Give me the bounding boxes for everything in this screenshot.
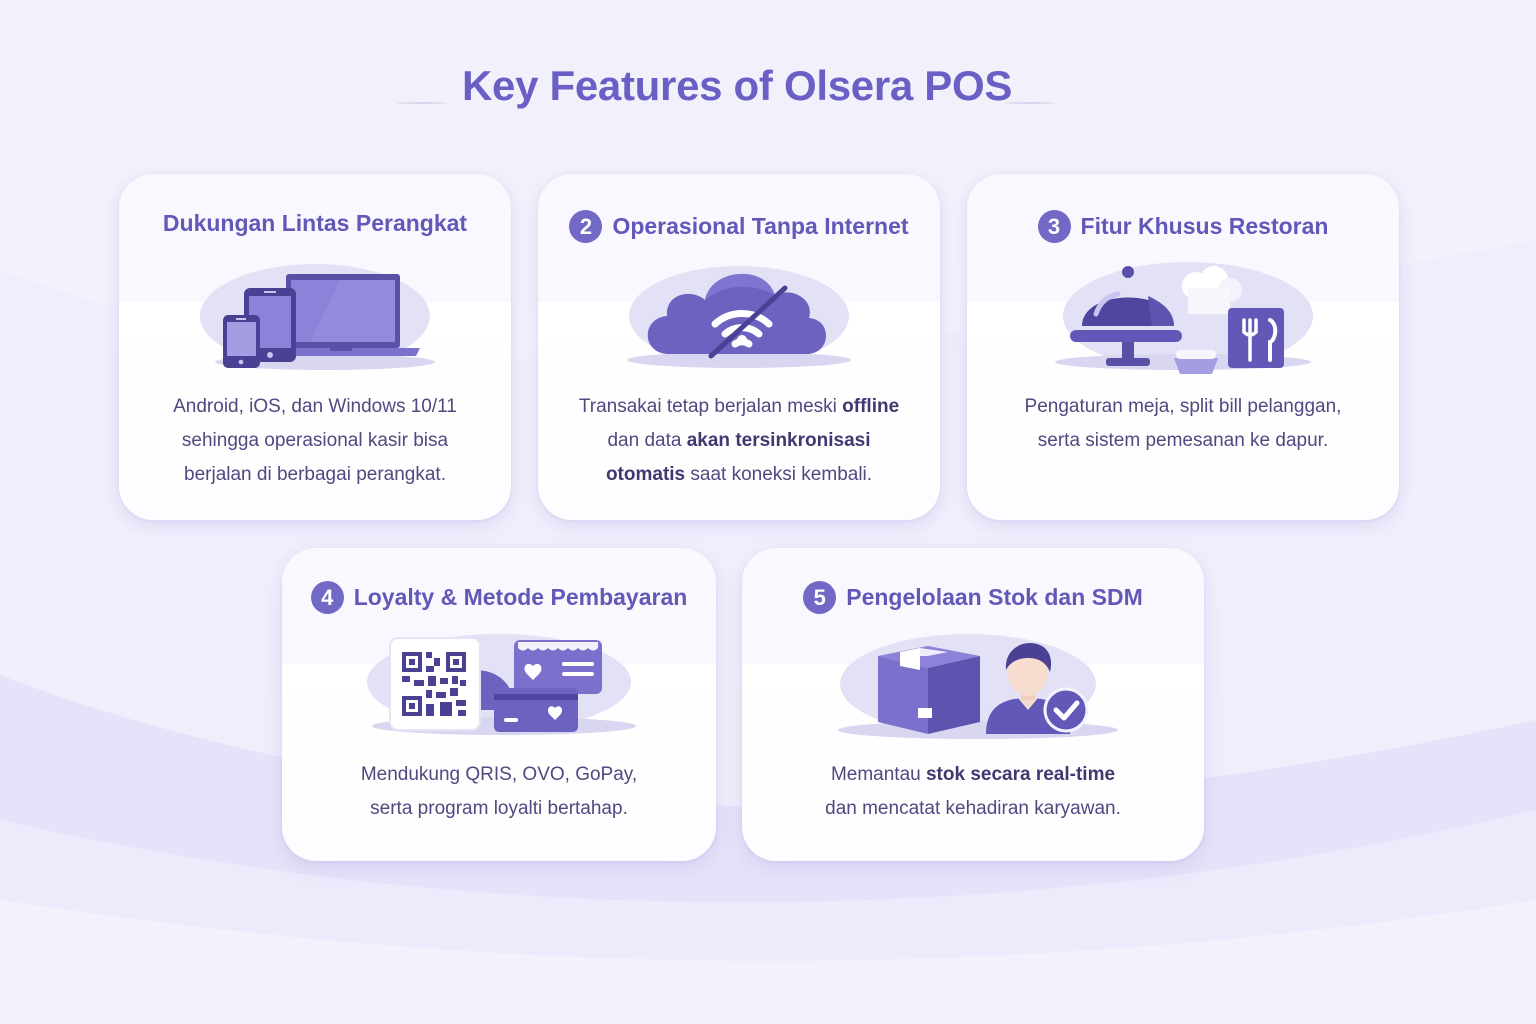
card-header: 2 Operasional Tanpa Internet — [538, 210, 940, 243]
qr-payment-cards-icon — [282, 630, 716, 745]
feature-card-cross-device: Dukungan Lintas Perangkat Android, iOS, … — [119, 174, 511, 520]
card-header: 5 Pengelolaan Stok dan SDM — [742, 581, 1204, 614]
card-title: Pengelolaan Stok dan SDM — [846, 584, 1143, 610]
desc-line: Mendukung QRIS, OVO, GoPay, — [360, 764, 638, 785]
card-header: 3 Fitur Khusus Restoran — [967, 210, 1399, 243]
card-description: Memantau stok secara real-time dan menca… — [742, 758, 1204, 826]
card-header: 4 Loyalty & Metode Pembayaran — [282, 581, 716, 614]
desc-line: dan mencatat kehadiran karyawan. — [825, 798, 1121, 819]
page-header: Key Features of Olsera POS — [0, 62, 1536, 118]
restaurant-icon — [967, 258, 1399, 383]
number-badge: 4 — [310, 581, 344, 614]
card-description: Mendukung QRIS, OVO, GoPay, serta progra… — [282, 758, 716, 826]
card-description: Android, iOS, dan Windows 10/11 sehingga… — [119, 390, 511, 492]
cloud-wifi-off-icon — [538, 258, 940, 378]
desc-line: Transakai tetap berjalan meski offline — [578, 396, 900, 417]
number-badge: 2 — [569, 210, 603, 243]
feature-card-restaurant: 3 Fitur Khusus Restoran Pengaturan meja,… — [967, 174, 1399, 520]
desc-line: serta sistem pemesanan ke dapur. — [1037, 430, 1329, 451]
desc-line: otomatis saat koneksi kembali. — [605, 464, 873, 485]
multi-device-icon — [119, 258, 511, 378]
title-divider-left — [397, 102, 447, 104]
desc-line: berjalan di berbagai perangkat. — [184, 464, 446, 485]
desc-line: Pengaturan meja, split bill pelanggan, — [1024, 396, 1342, 417]
card-description: Transakai tetap berjalan meski offline d… — [538, 390, 940, 492]
desc-line: dan data akan tersinkronisasi — [607, 430, 871, 451]
number-badge: 3 — [1037, 210, 1071, 243]
card-title: Operasional Tanpa Internet — [612, 213, 909, 239]
number-badge: 5 — [803, 581, 837, 614]
stock-staff-icon — [742, 626, 1204, 746]
desc-line: serta program loyalti bertahap. — [370, 798, 628, 819]
desc-line: Android, iOS, dan Windows 10/11 — [173, 396, 457, 417]
card-header: Dukungan Lintas Perangkat — [119, 210, 511, 237]
card-title: Dukungan Lintas Perangkat — [162, 210, 468, 236]
feature-card-payment: 4 Loyalty & Metode Pembayaran — [282, 548, 716, 861]
feature-card-stock-hr: 5 Pengelolaan Stok dan SDM Memantau stok… — [742, 548, 1204, 861]
title-divider-right — [1005, 102, 1055, 104]
page-title: Key Features of Olsera POS — [462, 62, 1013, 109]
card-title: Loyalty & Metode Pembayaran — [353, 584, 688, 610]
desc-line: Memantau stok secara real-time — [830, 764, 1116, 785]
card-title: Fitur Khusus Restoran — [1080, 213, 1329, 239]
desc-line: sehingga operasional kasir bisa — [181, 430, 449, 451]
card-description: Pengaturan meja, split bill pelanggan, s… — [967, 390, 1399, 458]
feature-card-offline: 2 Operasional Tanpa Internet Transakai t… — [538, 174, 940, 520]
